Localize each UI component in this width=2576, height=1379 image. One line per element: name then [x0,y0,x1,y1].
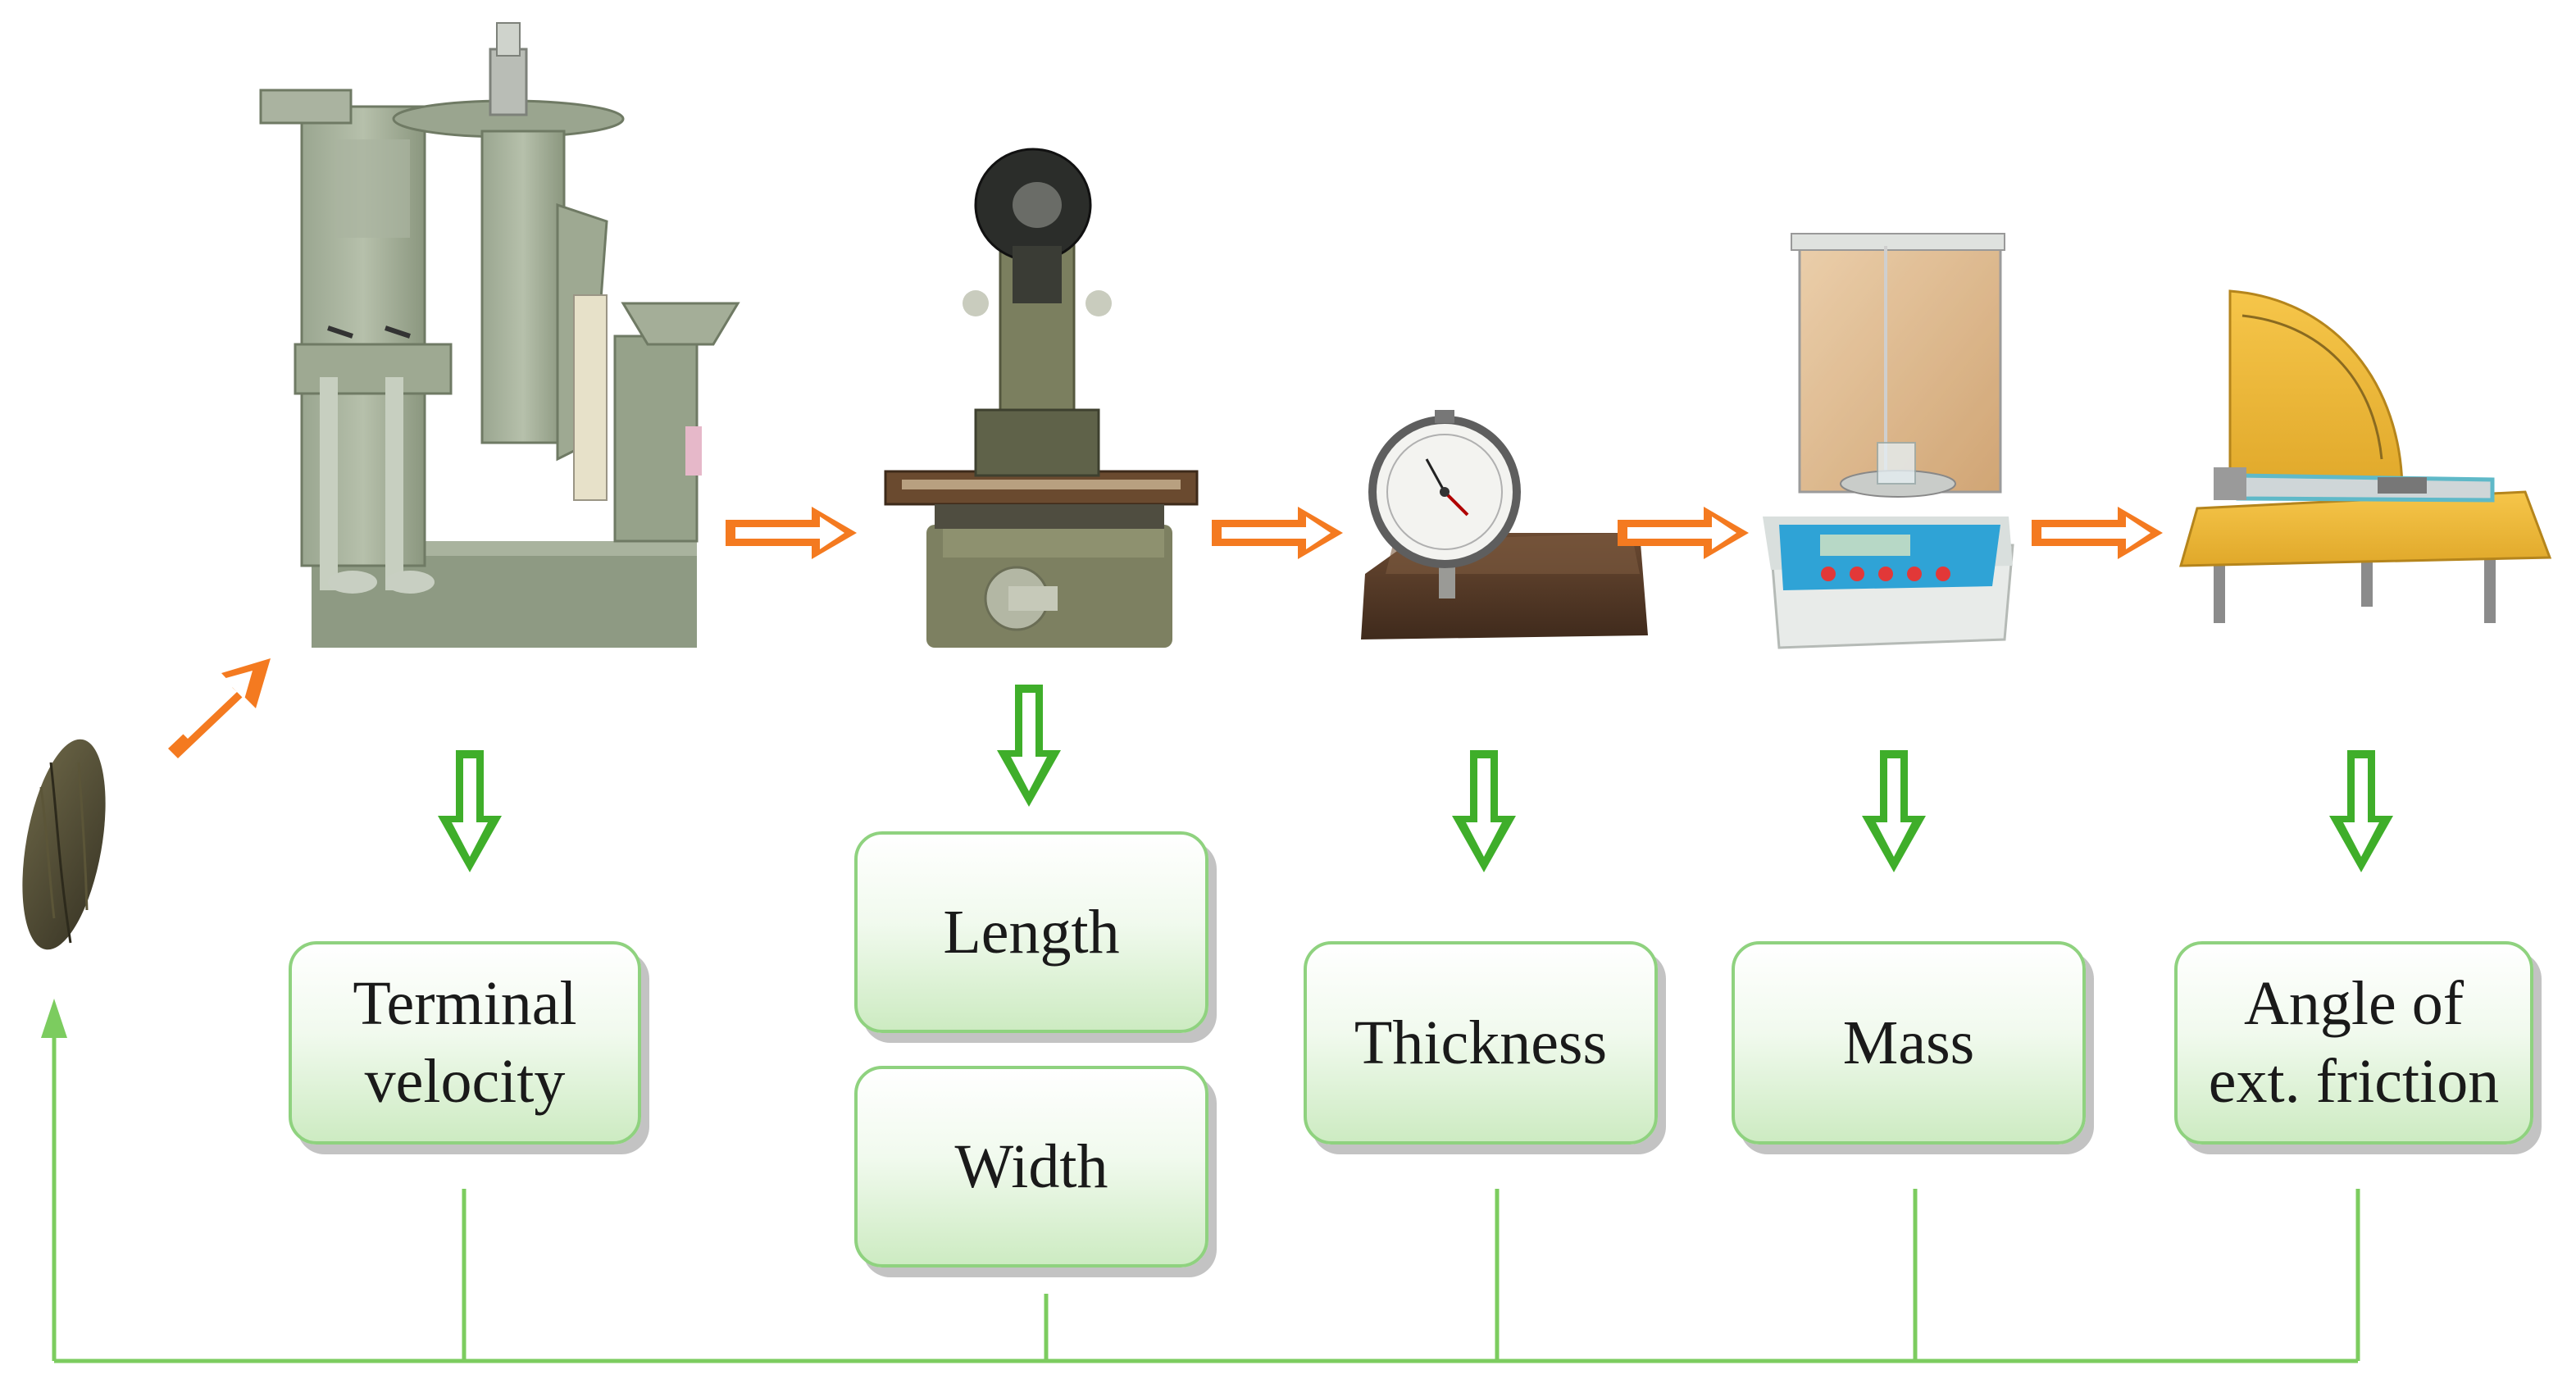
box-width: Width [854,1066,1208,1267]
aspirator-device-icon [259,22,740,648]
seed-icon [22,739,106,950]
flow-arrow-seed-to-aspirator [168,658,271,758]
label-terminal-velocity: Terminal velocity [353,969,577,1116]
label-angle-of-friction: Angle of ext. friction [2208,969,2500,1116]
balance-icon [1763,233,2014,649]
measure-arrow-length-width [997,685,1061,807]
measure-arrow-friction [2329,750,2393,872]
box-angle-of-friction: Angle of ext. friction [2174,941,2533,1145]
feedback-arrowhead-icon [41,999,67,1038]
label-thickness: Thickness [1354,1008,1608,1077]
box-terminal-velocity: Terminal velocity [289,941,641,1145]
label-width: Width [954,1131,1108,1201]
measure-arrow-terminal-velocity [438,750,502,872]
flow-arrow-balance-to-friction [2032,507,2163,559]
flow-arrow-aspirator-to-microscope [726,507,857,559]
box-thickness: Thickness [1304,941,1658,1145]
feedback-connector [52,1033,2360,1363]
box-length: Length [854,831,1208,1033]
label-mass: Mass [1842,1008,1975,1077]
box-mass: Mass [1732,941,2086,1145]
flow-arrow-gauge-to-balance [1618,507,1749,559]
dial-gauge-icon [1361,410,1648,639]
microscope-icon [884,148,1199,648]
flow-arrow-microscope-to-gauge [1212,507,1343,559]
measure-arrow-mass [1862,750,1926,872]
inclined-plane-icon [2178,289,2552,623]
label-length: Length [943,897,1120,967]
measure-arrow-thickness [1452,750,1516,872]
